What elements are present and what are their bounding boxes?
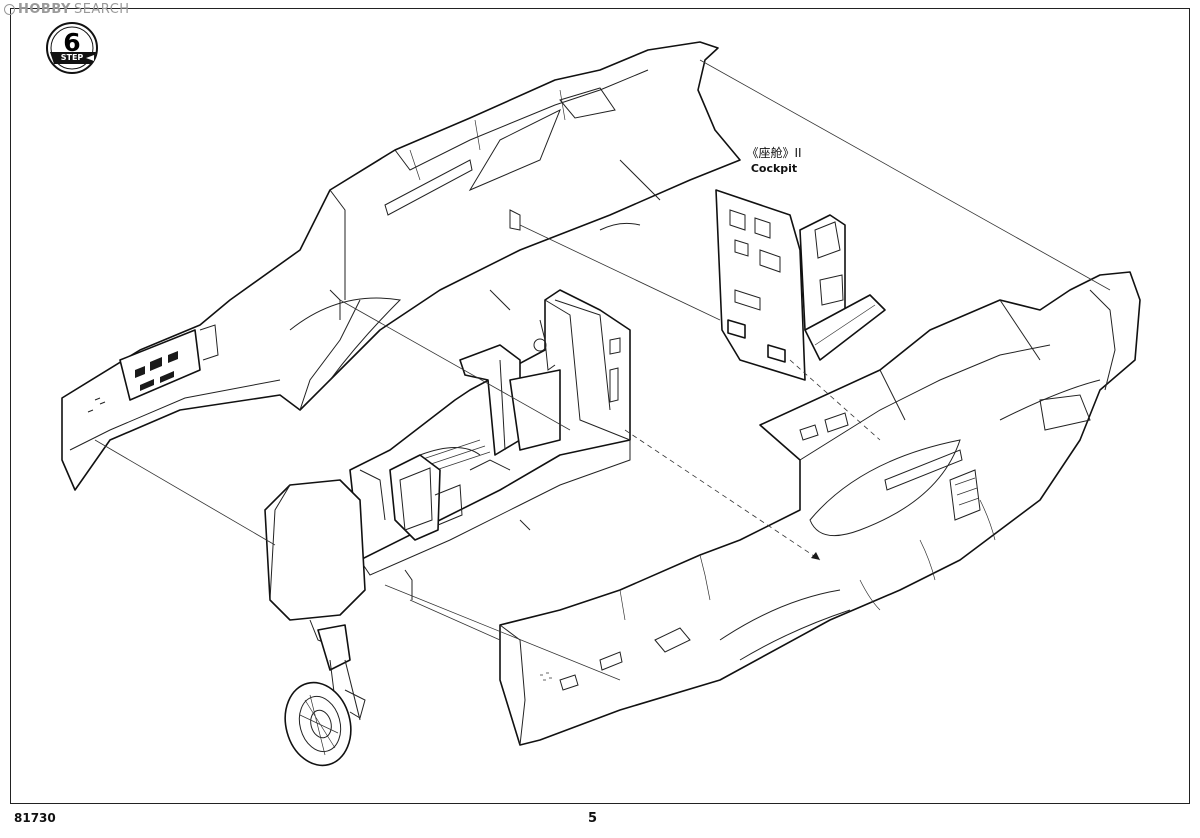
- watermark-brand: HOBBY: [18, 2, 71, 17]
- kit-code: 81730: [14, 811, 56, 825]
- page-number: 5: [588, 811, 598, 826]
- watermark: HOBBY SEARCH: [4, 2, 130, 17]
- right-fuselage-half: [499, 271, 1141, 746]
- cockpit-tub: [349, 289, 631, 576]
- page-frame: [10, 8, 1190, 804]
- arrow-icon: [86, 55, 94, 61]
- watermark-logo-icon: [4, 4, 15, 15]
- cockpit-callout: 《座舱》II Cockpit: [724, 146, 824, 176]
- nose-gear-assembly: [264, 479, 531, 767]
- assembly-guide-lines: [94, 59, 1111, 681]
- step-badge: 6 STEP: [46, 22, 98, 74]
- step-number: 6: [63, 28, 81, 57]
- step-badge-graphic: [46, 22, 98, 74]
- arrow-head-icon: [811, 552, 820, 560]
- cockpit-bulkhead-part: [715, 189, 886, 381]
- step-label: STEP: [60, 53, 84, 62]
- watermark-suffix: SEARCH: [73, 2, 130, 17]
- callout-chinese-label: 《座舱》II: [746, 146, 802, 160]
- callout-english-label: Cockpit: [750, 162, 798, 175]
- left-fuselage-half: [61, 41, 741, 491]
